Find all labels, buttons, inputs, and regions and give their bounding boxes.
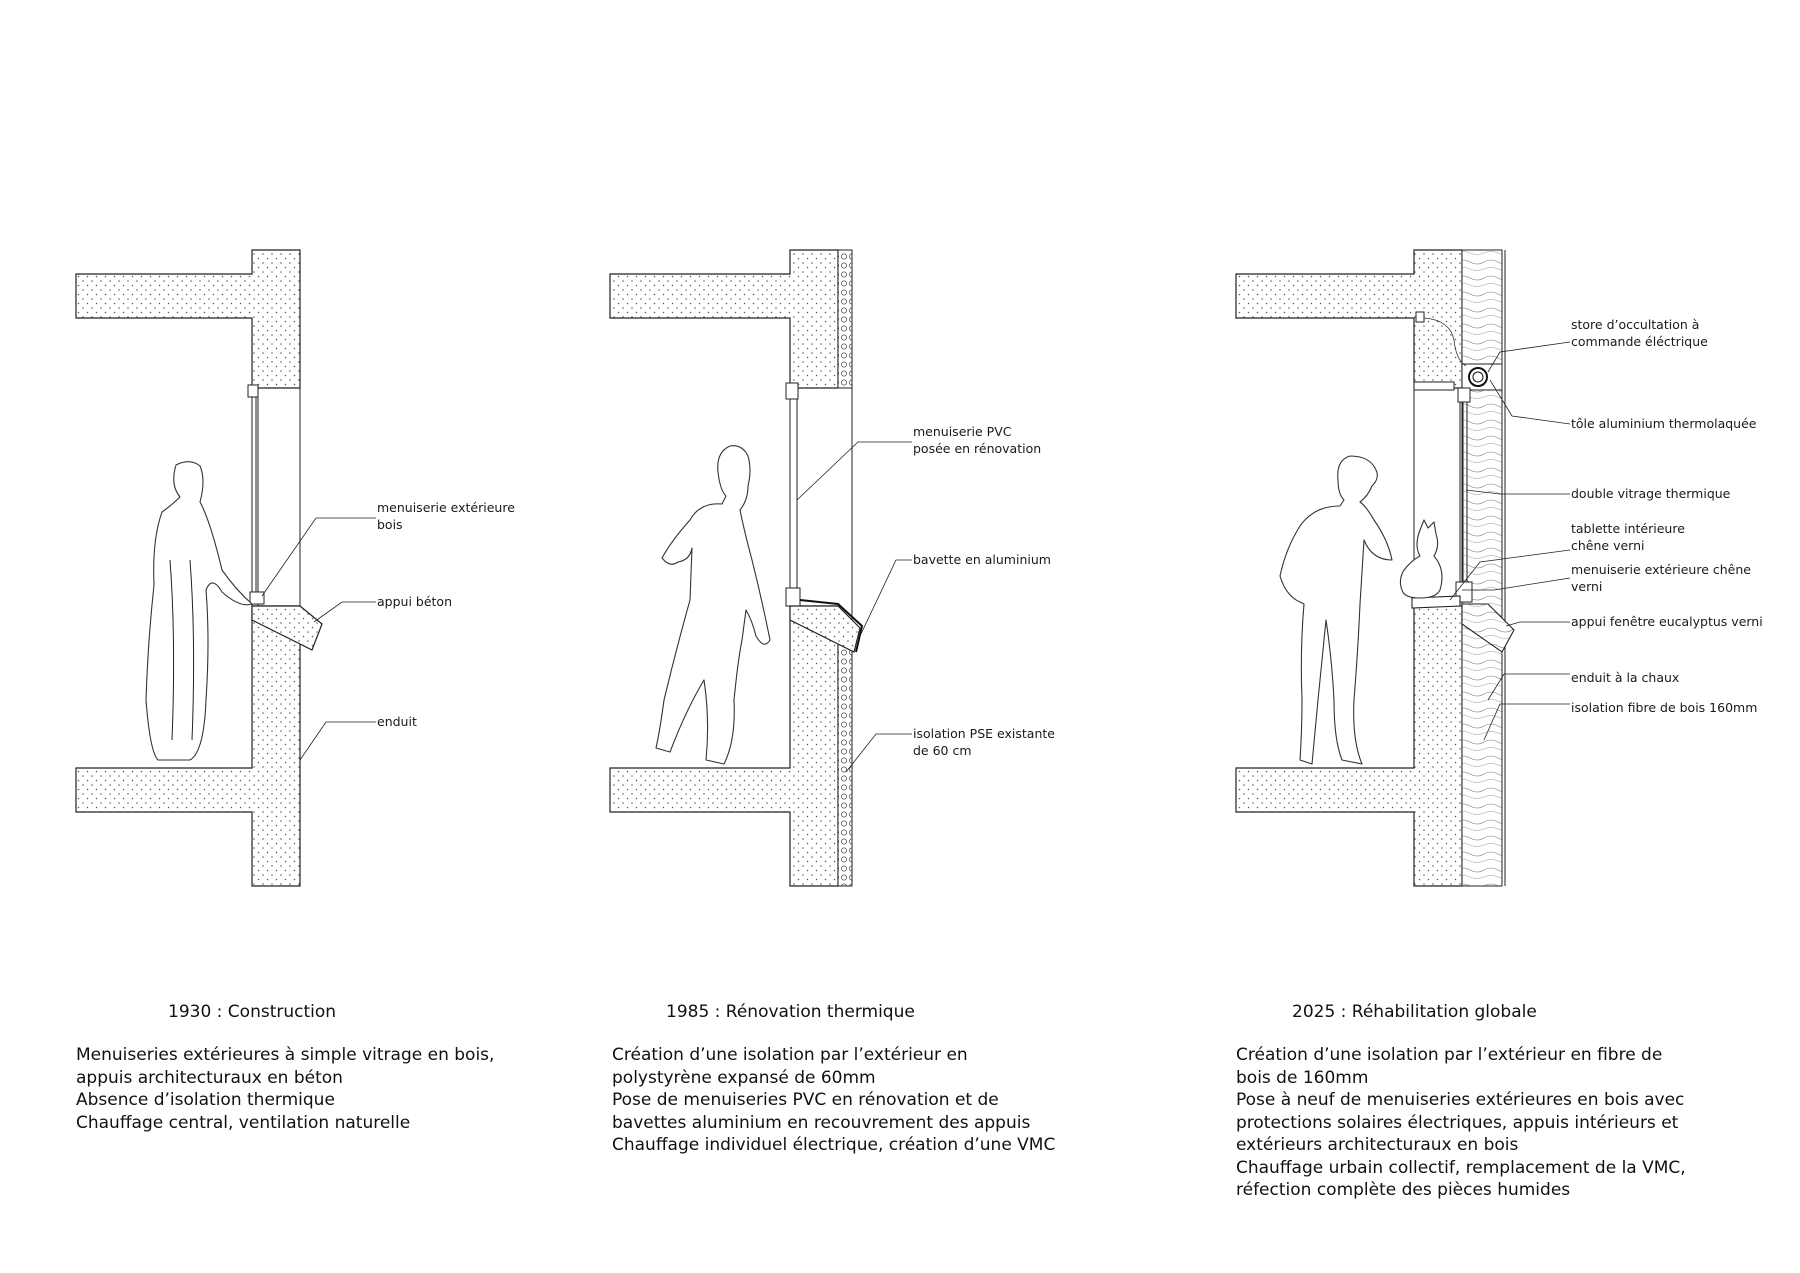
pse-insulation-lower-1985 xyxy=(837,637,853,887)
description-line: Chauffage central, ventilation naturelle xyxy=(76,1112,411,1133)
label-bavette-aluminium: bavette en aluminium xyxy=(913,552,1051,567)
description-line: protections solaires électriques, appuis… xyxy=(1236,1112,1679,1133)
label-tablette-interieure: tablette intérieure xyxy=(1571,521,1685,536)
description-line: Création d’une isolation par l’extérieur… xyxy=(612,1045,968,1065)
section-1930: menuiserie extérieure bois appui béton e… xyxy=(75,249,515,887)
label-60cm: de 60 cm xyxy=(913,743,972,758)
section-2025: store d’occultation à commande éléctriqu… xyxy=(1235,249,1763,887)
label-tole-aluminium: tôle aluminium thermolaquée xyxy=(1571,416,1757,431)
lower-wall-1930 xyxy=(75,605,301,887)
blind-box-2025 xyxy=(1415,311,1503,391)
description-line: Chauffage individuel électrique, créatio… xyxy=(612,1135,1056,1155)
man-figure-2025 xyxy=(1279,455,1393,765)
label-appui-eucalyptus: appui fenêtre eucalyptus verni xyxy=(1571,614,1763,629)
caption-1985: 1985 : Rénovation thermique xyxy=(666,1002,915,1022)
description-line: réfection complète des pièces humides xyxy=(1236,1180,1571,1200)
interior-tablet-2025 xyxy=(1411,595,1461,609)
label-enduit: enduit xyxy=(377,714,417,729)
label-menuiserie-exterieure: menuiserie extérieure xyxy=(377,500,515,515)
description-line: polystyrène expansé de 60mm xyxy=(612,1067,876,1088)
description-line: Pose à neuf de menuiseries extérieures e… xyxy=(1236,1090,1685,1110)
woman-figure-1930 xyxy=(145,461,253,761)
label-verni: verni xyxy=(1571,579,1602,594)
wood-window-1930 xyxy=(247,384,301,607)
description-line: Absence d’isolation thermique xyxy=(76,1090,335,1110)
pvc-window-1985 xyxy=(785,382,801,607)
description-1985: Création d’une isolation par l’extérieur… xyxy=(612,1044,1055,1157)
sill-1985 xyxy=(789,605,861,653)
label-isolation-pse: isolation PSE existante xyxy=(913,726,1055,741)
concrete-sill-1930 xyxy=(251,605,323,651)
label-menuiserie-chene: menuiserie extérieure chêne xyxy=(1571,562,1751,577)
label-chene-verni: chêne verni xyxy=(1571,538,1644,553)
description-line: Création d’une isolation par l’extérieur… xyxy=(1236,1045,1663,1065)
aluminium-flashing-1985 xyxy=(799,599,864,653)
wood-fibre-insulation-2025 xyxy=(1461,249,1503,887)
section-1985: menuiserie PVC posée en rénovation bavet… xyxy=(609,249,1055,887)
upper-slab-1930 xyxy=(75,249,301,389)
label-posee-renovation: posée en rénovation xyxy=(913,441,1041,456)
description-line: extérieurs architecturaux en bois xyxy=(1236,1135,1519,1155)
label-double-vitrage: double vitrage thermique xyxy=(1571,486,1731,501)
label-menuiserie-pvc: menuiserie PVC xyxy=(913,424,1012,439)
description-line: appuis architecturaux en béton xyxy=(76,1067,343,1088)
description-2025: Création d’une isolation par l’extérieur… xyxy=(1236,1044,1686,1202)
description-line: Menuiseries extérieures à simple vitrage… xyxy=(76,1045,495,1065)
cat-figure-2025 xyxy=(1399,519,1443,599)
caption-2025: 2025 : Réhabilitation globale xyxy=(1292,1002,1537,1022)
eucalyptus-sill-2025 xyxy=(1461,603,1515,653)
description-line: Chauffage urbain collectif, remplacement… xyxy=(1236,1157,1686,1178)
label-bois: bois xyxy=(377,517,403,532)
label-appui-beton: appui béton xyxy=(377,594,452,609)
upper-slab-2025 xyxy=(1235,249,1463,389)
man-figure-1985 xyxy=(655,445,771,765)
description-line: Pose de menuiseries PVC en rénovation et… xyxy=(612,1090,999,1110)
caption-1930: 1930 : Construction xyxy=(168,1002,337,1022)
label-isolation-fibre-bois: isolation fibre de bois 160mm xyxy=(1571,700,1757,715)
description-1930: Menuiseries extérieures à simple vitrage… xyxy=(76,1044,494,1134)
label-store-occultation: store d’occultation à xyxy=(1571,317,1699,332)
description-line: bois de 160mm xyxy=(1236,1067,1369,1088)
description-line: bavettes aluminium en recouvrement des a… xyxy=(612,1112,1031,1133)
label-enduit-chaux: enduit à la chaux xyxy=(1571,670,1679,685)
label-commande-electrique: commande éléctrique xyxy=(1571,334,1708,349)
pse-insulation-1985 xyxy=(837,249,853,389)
upper-slab-1985 xyxy=(609,249,839,389)
